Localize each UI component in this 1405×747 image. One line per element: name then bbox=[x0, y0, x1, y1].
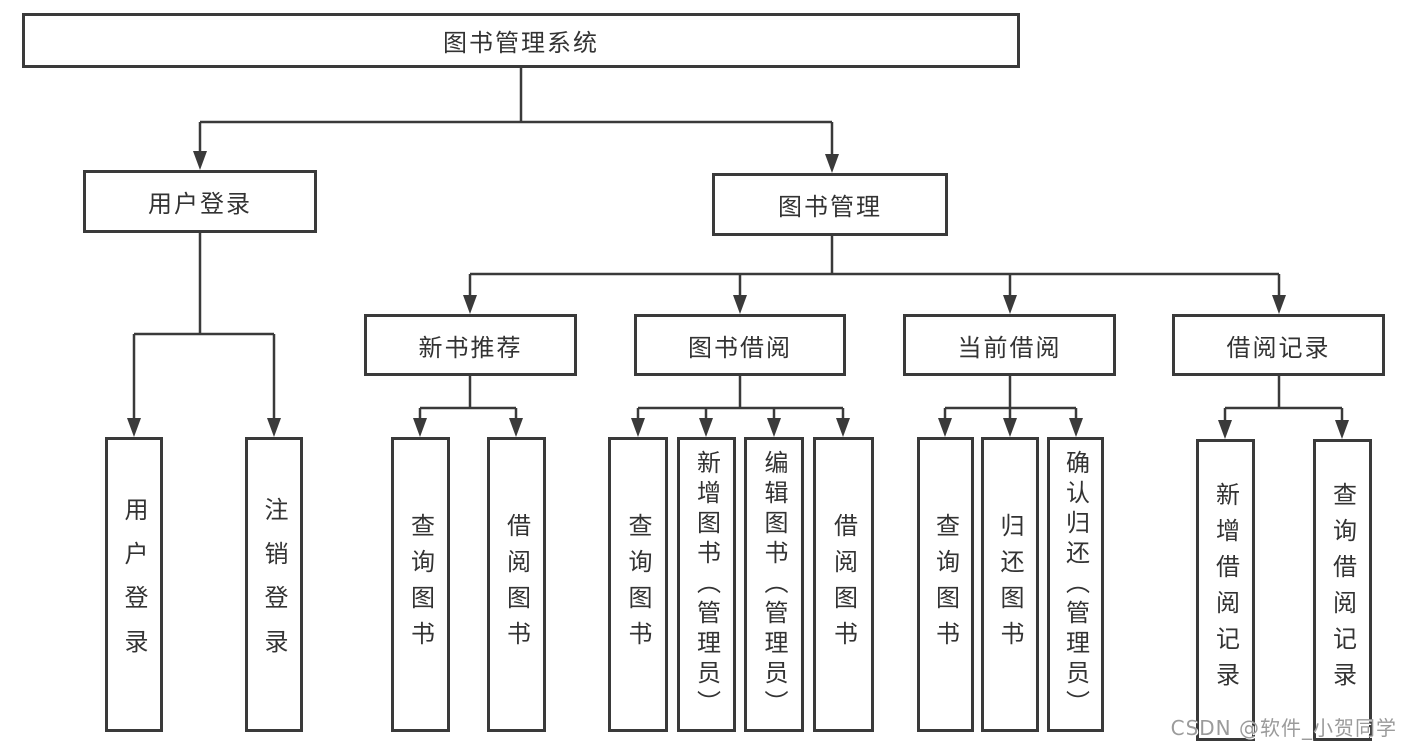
node-records-add-record: 新增借阅记录 bbox=[1196, 439, 1255, 741]
node-label: 归还图书 bbox=[996, 512, 1024, 657]
node-borrowing-edit-book-admin: 编辑图书（管理员） bbox=[744, 437, 804, 732]
node-current-return-book: 归还图书 bbox=[981, 437, 1039, 732]
node-new-book-recommend: 新书推荐 bbox=[364, 314, 577, 376]
node-label: 新增借阅记录 bbox=[1211, 482, 1240, 698]
node-borrowing-add-book-admin: 新增图书（管理员） bbox=[677, 437, 736, 732]
node-book-borrowing: 图书借阅 bbox=[634, 314, 846, 376]
node-user-login: 用户登录 bbox=[105, 437, 163, 732]
node-label: 查询图书 bbox=[931, 512, 960, 657]
node-label: 借阅图书 bbox=[829, 512, 858, 657]
node-borrowing-borrow-books: 借阅图书 bbox=[813, 437, 874, 732]
node-label: 图书管理系统 bbox=[443, 29, 599, 57]
node-book-management: 图书管理 bbox=[712, 173, 948, 236]
arrowheads bbox=[127, 151, 1349, 439]
node-recommend-borrow-books: 借阅图书 bbox=[487, 437, 546, 732]
node-user-login-group: 用户登录 bbox=[83, 170, 317, 233]
node-label: 图书管理 bbox=[778, 193, 882, 221]
node-borrowing-records: 借阅记录 bbox=[1172, 314, 1385, 376]
node-logout: 注销登录 bbox=[245, 437, 303, 732]
node-label: 新增图书（管理员） bbox=[692, 449, 721, 720]
node-label: 查询借阅记录 bbox=[1328, 482, 1357, 698]
node-label: 编辑图书（管理员） bbox=[760, 449, 788, 720]
node-current-confirm-return-admin: 确认归还（管理员） bbox=[1047, 437, 1104, 732]
node-label: 图书借阅 bbox=[688, 333, 792, 362]
node-label: 借阅记录 bbox=[1226, 333, 1331, 362]
node-label: 注销登录 bbox=[260, 496, 288, 673]
node-label: 用户登录 bbox=[120, 496, 148, 673]
node-root: 图书管理系统 bbox=[22, 13, 1020, 68]
csdn-watermark: CSDN @软件_小贺同学 bbox=[1170, 716, 1397, 740]
node-label: 当前借阅 bbox=[957, 333, 1062, 362]
node-label: 借阅图书 bbox=[502, 512, 531, 657]
node-label: 确认归还（管理员） bbox=[1061, 449, 1090, 720]
node-label: 用户登录 bbox=[148, 190, 252, 218]
node-current-query-books: 查询图书 bbox=[917, 437, 974, 732]
node-label: 查询图书 bbox=[406, 512, 435, 657]
node-recommend-query-books: 查询图书 bbox=[391, 437, 450, 732]
node-records-query-record: 查询借阅记录 bbox=[1313, 439, 1372, 741]
node-current-borrowing: 当前借阅 bbox=[903, 314, 1116, 376]
node-borrowing-query-books: 查询图书 bbox=[608, 437, 668, 732]
connector-edges bbox=[132, 68, 1344, 422]
node-label: 查询图书 bbox=[624, 512, 652, 657]
node-label: 新书推荐 bbox=[418, 333, 523, 362]
